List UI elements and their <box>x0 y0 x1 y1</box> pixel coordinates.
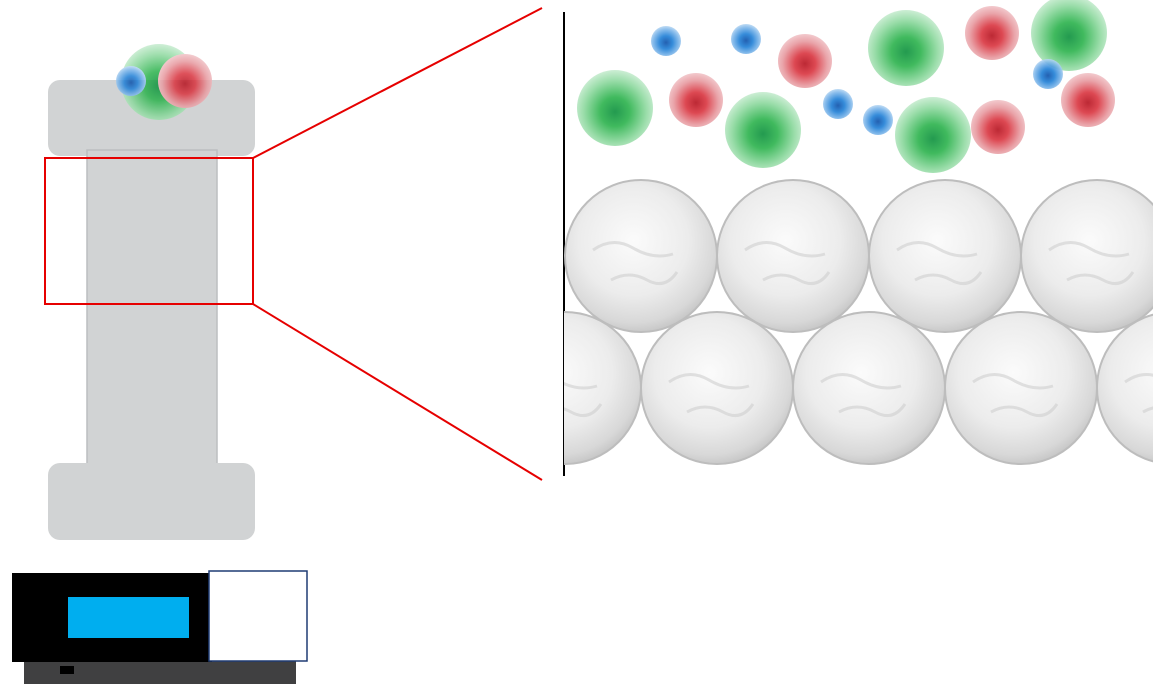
packing-bead <box>564 179 718 333</box>
detector-screen <box>68 597 189 638</box>
zoom-line-bottom <box>252 303 543 481</box>
stationary-phase-bead-icon <box>564 179 1153 465</box>
blue-particle <box>651 26 681 56</box>
red-particle <box>778 34 832 88</box>
bead-texture <box>564 381 603 418</box>
packing-bead <box>792 311 946 465</box>
chromatography-column-icon <box>48 80 255 540</box>
red-particle <box>965 6 1019 60</box>
analyte-mixture-icon <box>116 44 212 120</box>
zoom-frame <box>44 157 254 305</box>
packing-bead <box>868 179 1022 333</box>
green-particle <box>1031 0 1107 71</box>
blue-particle <box>863 105 893 135</box>
packing-bead <box>640 311 794 465</box>
bead-texture <box>1048 241 1135 286</box>
red-particle <box>1061 73 1115 127</box>
packing-bead <box>564 311 642 465</box>
blue-particle <box>1033 59 1063 89</box>
red-particle <box>971 100 1025 154</box>
mixture-blue-particle <box>116 66 146 96</box>
packing-bead <box>1020 179 1153 333</box>
detector-door <box>208 570 308 662</box>
bead-texture <box>896 241 983 286</box>
green-particle <box>725 92 801 168</box>
bead-texture <box>1124 373 1153 414</box>
packing-bead <box>1096 313 1153 463</box>
bead-texture <box>592 241 679 286</box>
blue-particle <box>823 89 853 119</box>
red-particle <box>669 73 723 127</box>
bead-texture <box>820 373 907 418</box>
mixture-red-particle <box>158 54 212 108</box>
bead-texture <box>972 373 1059 418</box>
bead-texture <box>668 373 755 418</box>
packing-bead <box>944 311 1098 465</box>
column-bottom-cap <box>48 463 255 540</box>
green-particle <box>895 97 971 173</box>
packing-bead <box>716 179 870 333</box>
detector-indicator <box>60 666 74 674</box>
green-particle <box>868 10 944 86</box>
zoomed-particles <box>577 0 1115 173</box>
detector-instrument-icon <box>12 570 308 684</box>
bead-texture <box>744 241 831 286</box>
green-particle <box>577 70 653 146</box>
column-body <box>86 149 218 471</box>
zoom-line-top <box>252 7 543 159</box>
zoom-indicator <box>44 7 543 481</box>
blue-particle <box>731 24 761 54</box>
